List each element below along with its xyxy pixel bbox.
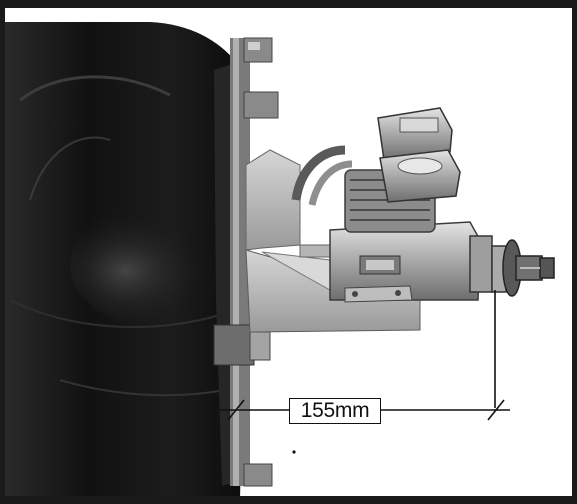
engine (291, 107, 493, 303)
firewall-flange (213, 37, 279, 487)
prop-hub (491, 239, 555, 297)
dimension-lines (220, 290, 510, 421)
cowl (4, 22, 244, 500)
marker-dot (292, 450, 296, 454)
dimension-label: 155mm (289, 398, 381, 424)
